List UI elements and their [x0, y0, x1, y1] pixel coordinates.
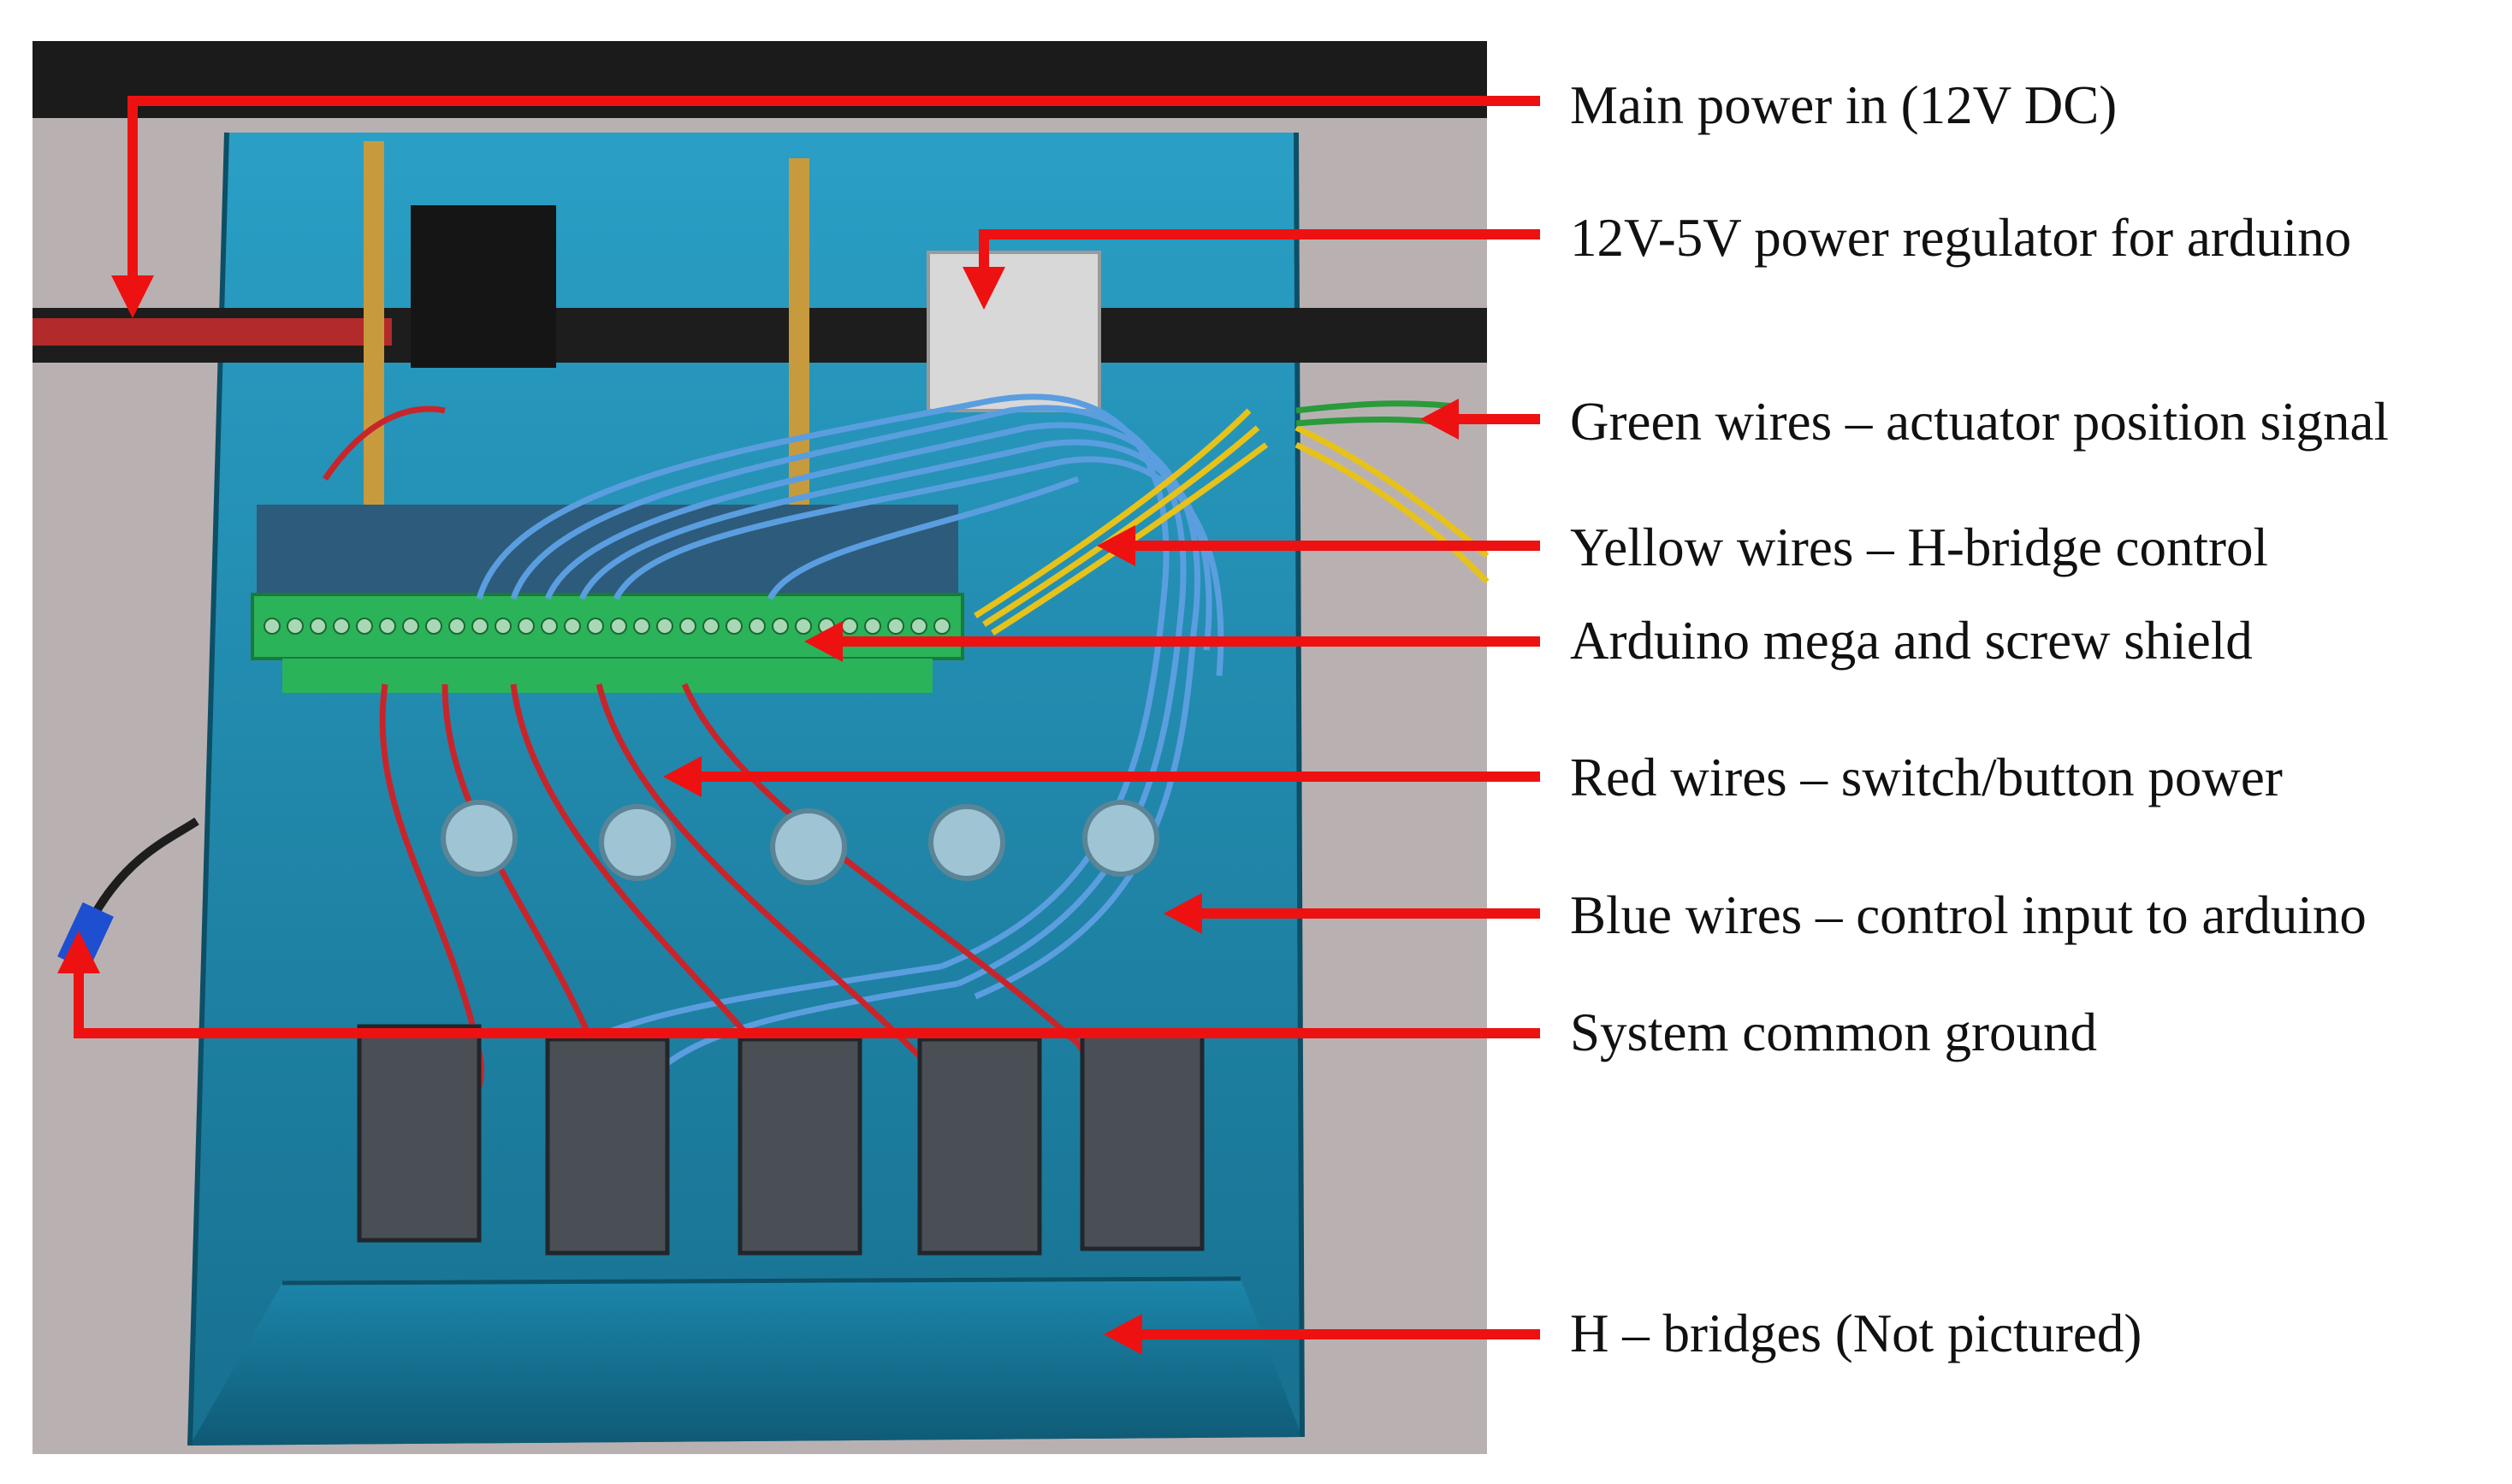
- callout-arrows: [57, 96, 1540, 1355]
- terminal-screw: [448, 618, 465, 635]
- switch-hole: [441, 800, 518, 877]
- label-main-power: Main power in (12V DC): [1570, 75, 2118, 135]
- terminal-screw: [333, 618, 350, 635]
- terminal-screw: [471, 618, 489, 635]
- terminal-screw: [402, 618, 419, 635]
- label-power-regulator: 12V-5V power regulator for arduino: [1570, 208, 2352, 268]
- terminal-screw: [910, 618, 927, 635]
- relay-module: [1080, 1032, 1205, 1251]
- arrow-blue-wires-head: [1164, 893, 1202, 934]
- terminal-screw: [310, 618, 327, 635]
- terminal-screw: [933, 618, 951, 635]
- terminal-screw: [726, 618, 743, 635]
- dark-top-surface: [33, 41, 1487, 118]
- arrow-green-wires-head: [1420, 399, 1459, 440]
- terminal-screw: [772, 618, 789, 635]
- terminal-screw: [610, 618, 627, 635]
- enclosure-floor: [190, 1279, 1302, 1446]
- terminal-screw: [518, 618, 535, 635]
- ground-wire: [90, 817, 199, 918]
- enclosure-floor-edge: [281, 1276, 1241, 1286]
- terminal-screw: [587, 618, 604, 635]
- terminal-screws: [264, 618, 951, 635]
- photograph: [33, 41, 1490, 1454]
- terminal-screw: [633, 618, 650, 635]
- switch-holes: [441, 800, 1159, 885]
- terminal-screw: [679, 618, 696, 635]
- switch-hole: [599, 804, 676, 881]
- label-blue-wires: Blue wires – control input to arduino: [1570, 885, 2367, 945]
- arrow-common-ground: [74, 967, 1540, 1038]
- arrow-power-regulator-head: [963, 267, 1005, 310]
- arrow-arduino-mega-head: [804, 621, 843, 662]
- label-h-bridges: H – bridges (Not pictured): [1570, 1304, 2142, 1363]
- terminal-screw: [887, 618, 904, 635]
- arrow-h-bridges-head: [1104, 1314, 1142, 1355]
- terminal-screw: [356, 618, 373, 635]
- label-yellow-wires: Yellow wires – H-bridge control: [1570, 517, 2268, 577]
- relay-module: [917, 1037, 1042, 1256]
- relay-module: [357, 1024, 482, 1243]
- yellow-wire-bundle: [974, 408, 1490, 636]
- switch-hole: [928, 804, 1005, 881]
- terminal-screw: [264, 618, 281, 635]
- arrow-main-power: [127, 96, 1540, 282]
- arrow-red-wires-head: [663, 756, 702, 797]
- label-red-wires: Red wires – switch/button power: [1570, 748, 2283, 807]
- terminal-screw: [287, 618, 304, 635]
- power-regulator-heatsink: [927, 251, 1101, 412]
- label-green-wires: Green wires – actuator position signal: [1570, 392, 2389, 452]
- regulator-black-block: [411, 205, 556, 368]
- label-arduino-mega: Arduino mega and screw shield: [1570, 611, 2253, 671]
- relay-modules: [357, 1024, 1205, 1256]
- terminal-screw: [841, 618, 858, 635]
- arrow-common-ground-head: [57, 931, 100, 973]
- terminal-screw: [425, 618, 442, 635]
- terminal-screw: [379, 618, 396, 635]
- terminal-screw: [749, 618, 766, 635]
- terminal-screw: [702, 618, 720, 635]
- relay-module: [545, 1037, 670, 1256]
- terminal-screw: [656, 618, 673, 635]
- switch-hole: [770, 808, 847, 885]
- terminal-screw: [795, 618, 812, 635]
- arrow-power-regulator: [979, 229, 1540, 274]
- switch-hole: [1082, 800, 1159, 877]
- relay-module: [738, 1037, 862, 1256]
- arrow-main-power-head: [111, 275, 154, 318]
- terminal-screw: [495, 618, 512, 635]
- terminal-screw: [564, 618, 581, 635]
- terminal-screw: [864, 618, 881, 635]
- arrow-yellow-wires-head: [1097, 525, 1135, 566]
- lower-terminal-block: [282, 659, 933, 693]
- label-common-ground: System common ground: [1570, 1002, 2097, 1062]
- terminal-screw: [541, 618, 558, 635]
- main-power-cable-red: [33, 318, 392, 346]
